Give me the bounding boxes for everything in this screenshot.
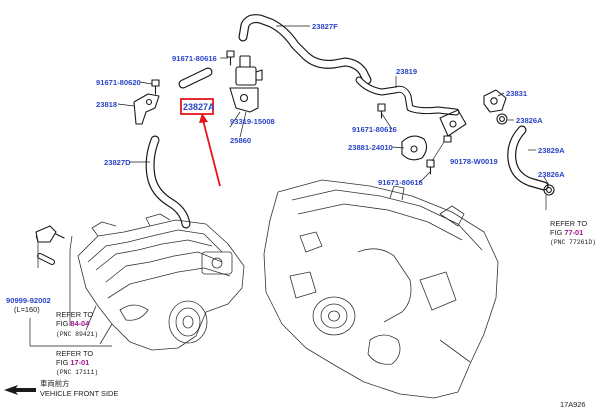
front-arrow-icon [4,385,36,395]
figure-id: 17A926 [560,400,585,409]
label-90999-92002[interactable]: 90999-92002 [6,296,51,305]
label-23831[interactable]: 23831 [506,89,528,98]
label-91671-80616-low[interactable]: 91671-80616 [378,178,423,187]
fig-link-77-01: 77-01 [564,228,583,237]
label-23819[interactable]: 23819 [396,67,417,76]
vsv-25860 [229,55,263,113]
intake-manifold [77,213,245,351]
leader-lines [29,25,550,347]
ref-17-01-line1: REFER TO [56,349,93,358]
engine-block [263,179,499,399]
hose-23827A [178,67,213,89]
bolt-91671-80616-mid [377,103,386,119]
fig-link-17-01: 17-01 [70,358,89,367]
ref-77-01-line2[interactable]: FIG 77-01 [550,228,583,237]
ref-note-84-04: REFER TO FIG 84-04 (PNC 89421) [56,310,98,338]
ref-77-01-pnc: (PNC 77261D) [550,239,596,246]
label-23827A[interactable]: 23827A [183,102,215,112]
label-23826A-top[interactable]: 23826A [516,116,543,125]
bolt-91671-80616-top [226,50,235,66]
part-labels: 23827F 91671-80616 91671-80620 23818 238… [6,22,565,314]
highlight-23827A [180,98,221,187]
label-23827F[interactable]: 23827F [312,22,338,31]
highlight-arrow-shaft [202,119,221,187]
label-90178-W0019[interactable]: 90178-W0019 [450,157,498,166]
label-23818[interactable]: 23818 [96,100,117,109]
clip-23826A-top [496,113,508,125]
pipe-23819 [355,76,460,116]
label-91671-80620[interactable]: 91671-80620 [96,78,141,87]
bracket-23818 [133,79,160,125]
label-23829A[interactable]: 23829A [538,146,565,155]
ref-84-04-line2[interactable]: FIG 84-04 [56,319,90,328]
ref-17-01-line2[interactable]: FIG 17-01 [56,358,89,367]
front-side-chinese: 車両前方 [40,379,70,388]
ref-note-17-01: REFER TO FIG 17-01 (PNC 17111) [56,349,98,376]
hose-23829A [507,125,549,191]
fig-link-84-04: 84-04 [70,319,90,328]
ref-84-04-line1: REFER TO [56,310,93,319]
gasket-23881-24010 [401,135,428,161]
label-25860[interactable]: 25860 [230,136,251,145]
bolt-91671-80616-low [426,159,435,175]
connector-23831 [483,89,507,113]
highlight-box [180,98,214,115]
highlight-arrow-head [199,113,208,123]
ref-84-04-pnc: (PNC 89421) [56,331,98,338]
label-91671-80616-mid[interactable]: 91671-80616 [352,125,397,134]
ref-note-77-01: REFER TO FIG 77-01 (PNC 77261D) [550,219,596,246]
valve-23819-end [439,109,467,143]
label-23827D[interactable]: 23827D [104,158,131,167]
label-93319-15008[interactable]: 93319-15008 [230,117,275,126]
ref-77-01-line1: REFER TO [550,219,587,228]
hose-clip-90999-92002 [35,225,65,265]
hose-23827D [145,135,191,229]
front-side-english: VEHICLE FRONT SIDE [40,389,118,398]
vehicle-front-indicator: 車両前方 VEHICLE FRONT SIDE [4,379,118,398]
hose-23827F [238,14,372,85]
label-91671-80616-top[interactable]: 91671-80616 [172,54,217,63]
hose-length-note: (L=160) [14,305,40,314]
ref-17-01-pnc: (PNC 17111) [56,369,98,376]
label-23881-24010[interactable]: 23881-24010 [348,143,393,152]
label-23826A-low[interactable]: 23826A [538,170,565,179]
